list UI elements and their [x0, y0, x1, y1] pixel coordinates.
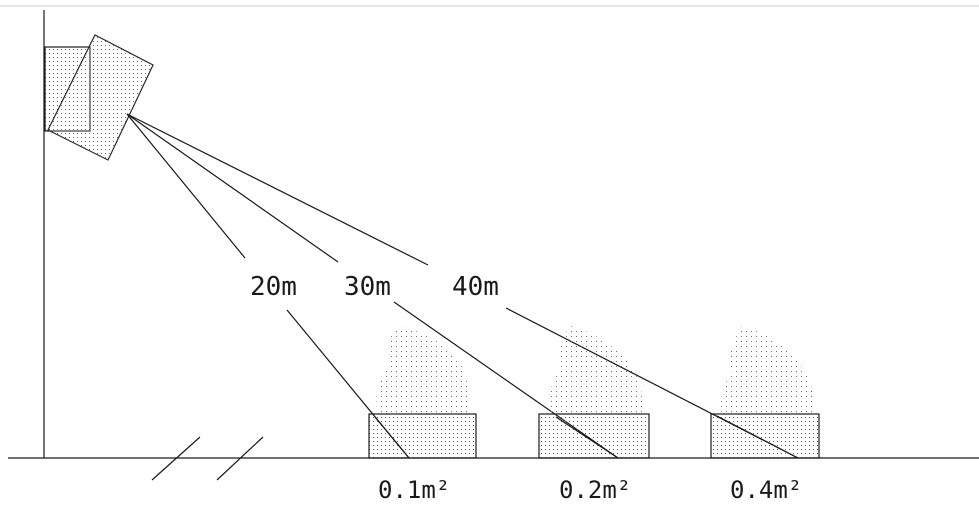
floor-break-icon: [151, 436, 264, 481]
distance-label-40m: 40m: [452, 272, 499, 302]
fire-3: [710, 326, 820, 459]
fire-tray-2: [538, 413, 650, 459]
distance-label-20m: 20m: [250, 272, 297, 302]
distance-label-30m: 30m: [344, 272, 391, 302]
area-label-0.4: 0.4m²: [730, 476, 802, 504]
area-label-0.2: 0.2m²: [559, 476, 631, 504]
area-label-0.1: 0.1m²: [378, 476, 450, 504]
fire-detector-icon: [44, 34, 154, 161]
fire-tray-1: [368, 413, 477, 459]
flame-icon: [376, 326, 469, 414]
flame-icon: [549, 326, 643, 414]
fire-tray-3: [710, 413, 820, 459]
fire-1: [368, 326, 477, 459]
fire-2: [538, 326, 650, 459]
detector-head: [47, 34, 154, 161]
flame-icon: [721, 326, 814, 414]
